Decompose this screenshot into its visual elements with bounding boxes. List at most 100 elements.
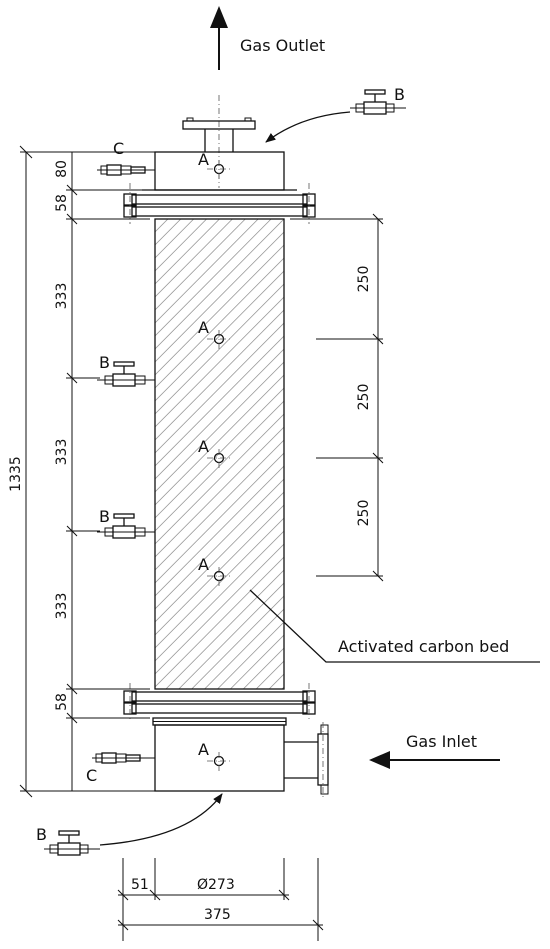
support-plate xyxy=(152,717,287,726)
hatch-line xyxy=(155,219,156,220)
carbon-bed-hatch xyxy=(155,219,284,689)
valve-label-bottom: B xyxy=(36,825,47,844)
valve-label-2: B xyxy=(99,507,110,526)
hatch-line xyxy=(155,361,284,493)
dim-spacing-1: 250 xyxy=(356,266,372,293)
hatch-line xyxy=(155,426,284,558)
valve-bottom-pointer xyxy=(99,793,223,846)
hatch-line xyxy=(155,219,284,350)
bottom-chamber xyxy=(154,724,285,792)
valve-label-1: B xyxy=(99,353,110,372)
port-label-2: A xyxy=(198,437,209,456)
hatch-line xyxy=(155,219,182,246)
connector-top xyxy=(97,164,155,176)
dim-top-chamber: 80 xyxy=(54,160,70,178)
hatch-line xyxy=(165,569,284,689)
dim-spacing-3: 250 xyxy=(356,500,372,527)
dim-overall-width: 375 xyxy=(204,907,231,923)
sampling-port-2 xyxy=(207,449,231,469)
carbon-bed-leader xyxy=(249,589,540,663)
hatch-line xyxy=(155,348,284,480)
hatch-line xyxy=(155,270,284,402)
hatch-line xyxy=(155,219,246,311)
gas-inlet-label: Gas Inlet xyxy=(406,732,477,751)
hatch-line xyxy=(155,530,284,662)
dim-flange-top: 58 xyxy=(54,194,70,212)
hatch-line xyxy=(155,231,284,363)
valve-bottom xyxy=(44,830,100,856)
hatch-line xyxy=(155,283,284,415)
hatch-line xyxy=(155,478,284,610)
port-label-bottom: A xyxy=(198,740,209,759)
hatch-line xyxy=(155,413,284,545)
right-dimension-lines xyxy=(290,213,384,582)
carbon-bed-label: Activated carbon bed xyxy=(338,637,509,656)
hatch-line xyxy=(155,296,284,428)
hatch-line xyxy=(155,452,284,584)
hatch-line xyxy=(155,219,233,298)
hatch-line xyxy=(155,543,284,675)
hatch-line xyxy=(155,374,284,506)
hatch-line xyxy=(242,647,284,689)
connector-label-top: C xyxy=(113,139,124,158)
dim-section-2: 333 xyxy=(54,439,70,466)
bottom-dimension-lines xyxy=(117,858,324,941)
connector-bottom xyxy=(92,752,155,764)
hatch-line xyxy=(155,219,208,272)
hatch-line xyxy=(155,465,284,597)
sampling-port-3 xyxy=(207,567,231,587)
connector-label-bottom: C xyxy=(86,766,97,785)
sampling-port-top xyxy=(207,160,231,180)
gas-inlet-arrow xyxy=(369,751,500,769)
hatch-line xyxy=(155,219,272,337)
hatch-line xyxy=(155,439,284,571)
hatch-line xyxy=(155,491,284,623)
left-dimension-lines xyxy=(19,145,155,798)
bottom-flange xyxy=(123,683,316,722)
port-label-1: A xyxy=(198,318,209,337)
hatch-line xyxy=(155,309,284,441)
port-label-top: A xyxy=(198,150,209,169)
hatch-line xyxy=(178,582,284,689)
hatch-line xyxy=(155,219,195,259)
hatch-line xyxy=(268,673,284,689)
dim-total-height: 1335 xyxy=(8,456,24,492)
hatch-line xyxy=(155,556,284,688)
top-outlet-nozzle xyxy=(182,95,256,188)
hatch-line xyxy=(155,322,284,454)
hatch-line xyxy=(229,634,284,689)
hatch-line xyxy=(255,660,284,689)
valve-top xyxy=(350,89,406,115)
inlet-nozzle xyxy=(284,722,329,798)
valve-mid-1 xyxy=(97,361,155,387)
hatch-line xyxy=(216,621,284,689)
dim-section-3: 333 xyxy=(54,593,70,620)
carbon-bed-column xyxy=(154,218,285,690)
sampling-port-bottom xyxy=(207,752,231,772)
dim-flange-bottom: 58 xyxy=(54,693,70,711)
top-chamber xyxy=(154,151,285,191)
dim-flange-width: 51 xyxy=(131,877,149,893)
hatch-line xyxy=(155,244,284,376)
dim-spacing-2: 250 xyxy=(356,384,372,411)
dim-inner-diameter: Ø273 xyxy=(197,877,235,893)
hatch-line xyxy=(155,335,284,467)
top-flange xyxy=(123,183,316,224)
hatch-line xyxy=(155,219,259,324)
valve-top-pointer xyxy=(265,111,351,143)
hatch-line xyxy=(155,517,284,649)
dim-section-1: 333 xyxy=(54,283,70,310)
hatch-line xyxy=(191,595,284,689)
hatch-line xyxy=(204,608,284,689)
hatch-line xyxy=(155,504,284,636)
hatch-line xyxy=(155,219,221,285)
hatch-line xyxy=(155,400,284,532)
valve-label-top: B xyxy=(394,85,405,104)
valve-mid-2 xyxy=(97,513,155,539)
gas-outlet-arrow xyxy=(210,6,228,70)
gas-outlet-label: Gas Outlet xyxy=(240,36,325,55)
hatch-line xyxy=(155,257,284,389)
port-label-3: A xyxy=(198,555,209,574)
sampling-port-1 xyxy=(207,330,231,350)
